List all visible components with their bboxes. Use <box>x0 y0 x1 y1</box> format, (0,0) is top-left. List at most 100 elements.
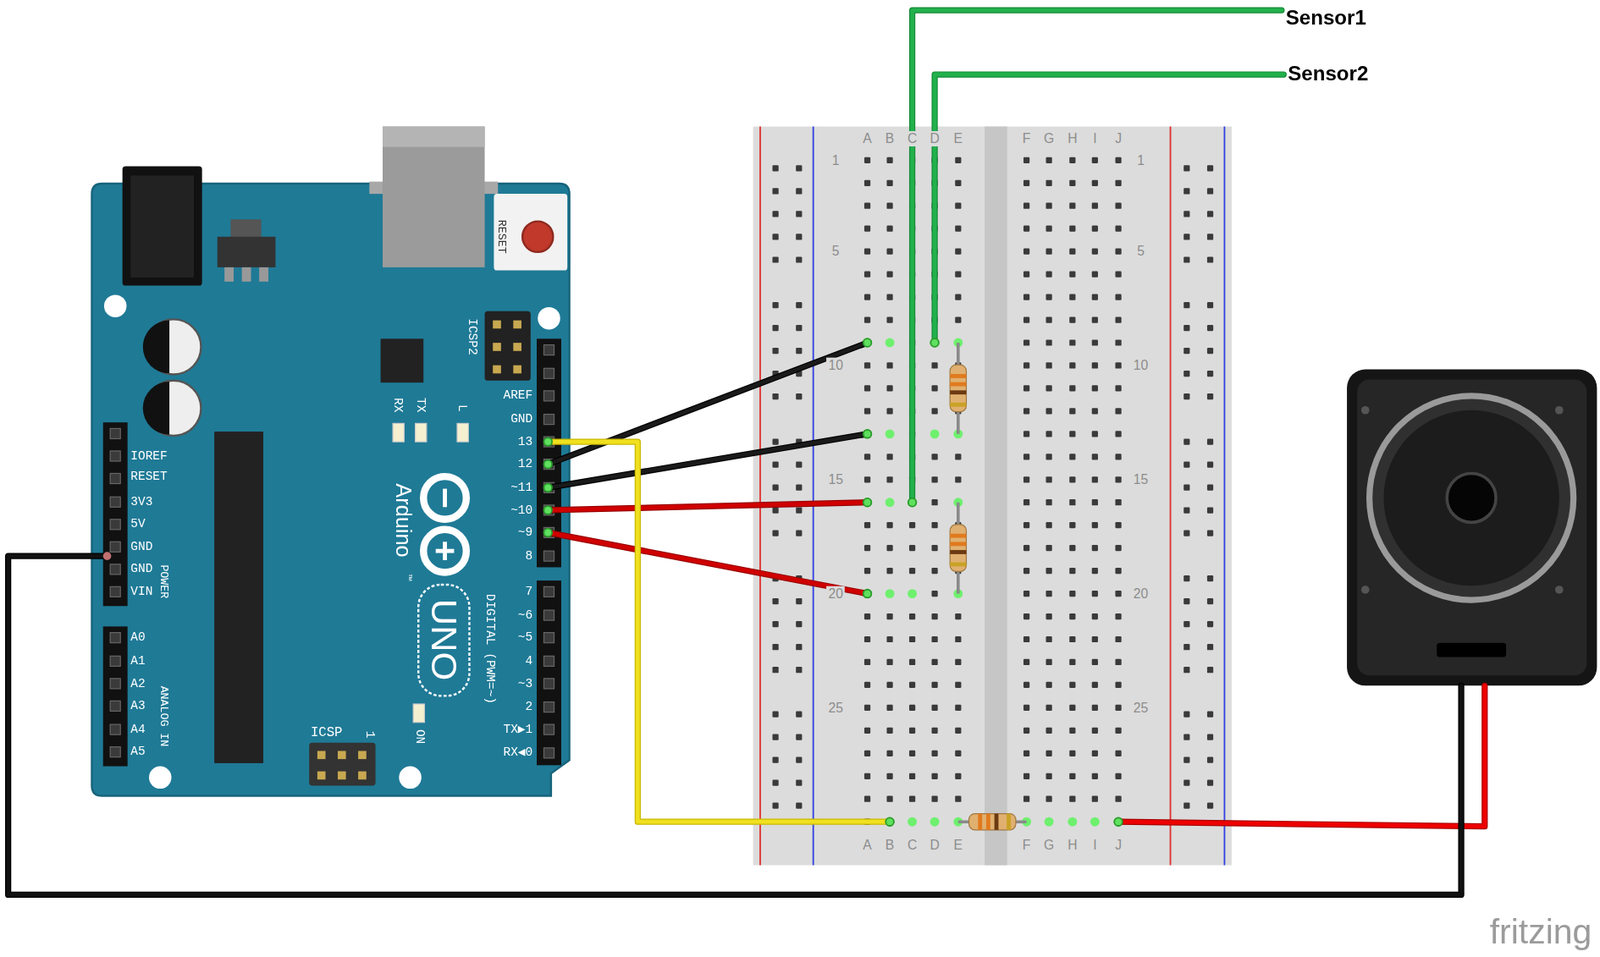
breadboard-hole <box>1045 636 1052 643</box>
rail-hole <box>1207 575 1214 582</box>
connected-hole <box>1090 817 1100 828</box>
rail-hole <box>1207 256 1214 263</box>
breadboard-hole <box>864 180 871 187</box>
breadboard-hole <box>1045 293 1052 300</box>
breadboard-hole <box>1114 613 1121 620</box>
breadboard-hole <box>1069 750 1076 757</box>
breadboard-hole <box>1023 362 1030 369</box>
breadboard-hole <box>1069 339 1076 346</box>
breadboard-hole <box>1069 522 1076 529</box>
breadboard-hole <box>1023 636 1030 643</box>
pin-label: ~9 <box>518 526 533 539</box>
rail-hole <box>1183 802 1190 809</box>
rail-hole <box>1183 462 1190 469</box>
power-rail-line <box>759 126 762 867</box>
breadboard-hole <box>1092 682 1098 689</box>
header-pin <box>513 320 522 330</box>
breadboard-hole <box>1092 636 1098 643</box>
led-label: L <box>456 404 469 413</box>
brand-label: Arduino <box>393 483 415 558</box>
regulator-tab <box>230 219 261 238</box>
header-pin <box>337 750 347 760</box>
sensor-wire-outline <box>934 74 1284 343</box>
breadboard-hole <box>1092 476 1098 483</box>
breadboard-hole <box>1069 248 1076 255</box>
breadboard-hole <box>1045 316 1052 323</box>
rail-hole <box>772 779 778 786</box>
breadboard-hole <box>1069 659 1076 666</box>
pin-label: A2 <box>130 678 145 690</box>
led-label: RX <box>391 397 404 413</box>
breadboard-hole <box>1023 385 1030 392</box>
rail-hole <box>1183 530 1190 537</box>
breadboard-hole <box>1114 750 1121 757</box>
header-pin <box>317 750 326 760</box>
breadboard-hole <box>864 750 871 757</box>
breadboard-hole <box>1092 362 1098 369</box>
breadboard-hole <box>1069 226 1076 232</box>
rail-hole <box>772 165 778 172</box>
sensor-label: Sensor1 <box>1285 6 1367 28</box>
speaker-screw <box>1555 585 1564 595</box>
logo-minus <box>442 489 447 508</box>
rail-hole <box>1183 325 1190 332</box>
pin-label: GND <box>130 563 153 576</box>
capacitor-band <box>143 320 170 375</box>
breadboard-hole <box>1023 773 1030 780</box>
breadboard-hole <box>1114 271 1121 278</box>
power-jack-inner <box>130 175 194 278</box>
breadboard-hole <box>1045 203 1052 210</box>
rail-hole <box>795 393 802 400</box>
breadboard-hole <box>954 773 961 780</box>
icsp-header <box>485 311 531 381</box>
header-pin <box>317 772 326 781</box>
header-pin <box>513 342 522 352</box>
speaker-face <box>1357 380 1587 677</box>
breadboard-hole <box>1092 499 1098 506</box>
breadboard-hole <box>1069 545 1076 552</box>
breadboard-hole <box>1069 385 1076 392</box>
breadboard-hole <box>1045 796 1052 803</box>
breadboard-hole <box>931 613 938 620</box>
breadboard-hole <box>1045 568 1052 574</box>
breadboard-hole <box>1023 568 1030 574</box>
breadboard-hole <box>1023 408 1030 414</box>
breadboard-hole <box>1114 568 1121 574</box>
rail-hole <box>1183 507 1190 514</box>
breadboard-hole <box>1092 157 1098 164</box>
pin-label: 12 <box>518 457 533 470</box>
breadboard-hole <box>909 750 916 757</box>
rail-hole <box>1183 711 1190 718</box>
pin-label: RX◀0 <box>502 747 533 760</box>
breadboard-hole <box>864 293 871 300</box>
sensor-wire-outline <box>912 10 1282 503</box>
breadboard-hole <box>1045 705 1052 712</box>
header-pin <box>358 750 367 760</box>
connected-hole <box>930 338 940 348</box>
breadboard-hole <box>954 316 961 323</box>
column-letter: H <box>1065 131 1080 147</box>
breadboard-hole <box>1114 157 1121 164</box>
breadboard-hole <box>864 248 871 255</box>
breadboard-hole <box>864 728 871 734</box>
breadboard-hole <box>931 522 938 529</box>
breadboard-hole <box>1023 545 1030 552</box>
rail-hole <box>1183 187 1190 194</box>
row-number: 1 <box>829 152 842 168</box>
rail-hole <box>1183 621 1190 628</box>
breadboard-hole <box>1092 568 1098 574</box>
rail-hole <box>772 711 778 718</box>
breadboard-hole <box>931 408 938 414</box>
breadboard-hole <box>1114 590 1121 597</box>
column-letter: B <box>882 131 896 147</box>
resistor-band <box>1006 814 1011 831</box>
breadboard-hole <box>1045 339 1052 346</box>
breadboard-hole <box>886 522 893 529</box>
resistor-symbol <box>958 814 1027 831</box>
breadboard-hole <box>886 453 893 460</box>
pin-label: 8 <box>525 550 534 563</box>
breadboard-hole <box>1092 773 1098 780</box>
breadboard-hole <box>1045 408 1052 414</box>
resistor-band <box>949 390 966 395</box>
header-socket <box>543 414 554 425</box>
